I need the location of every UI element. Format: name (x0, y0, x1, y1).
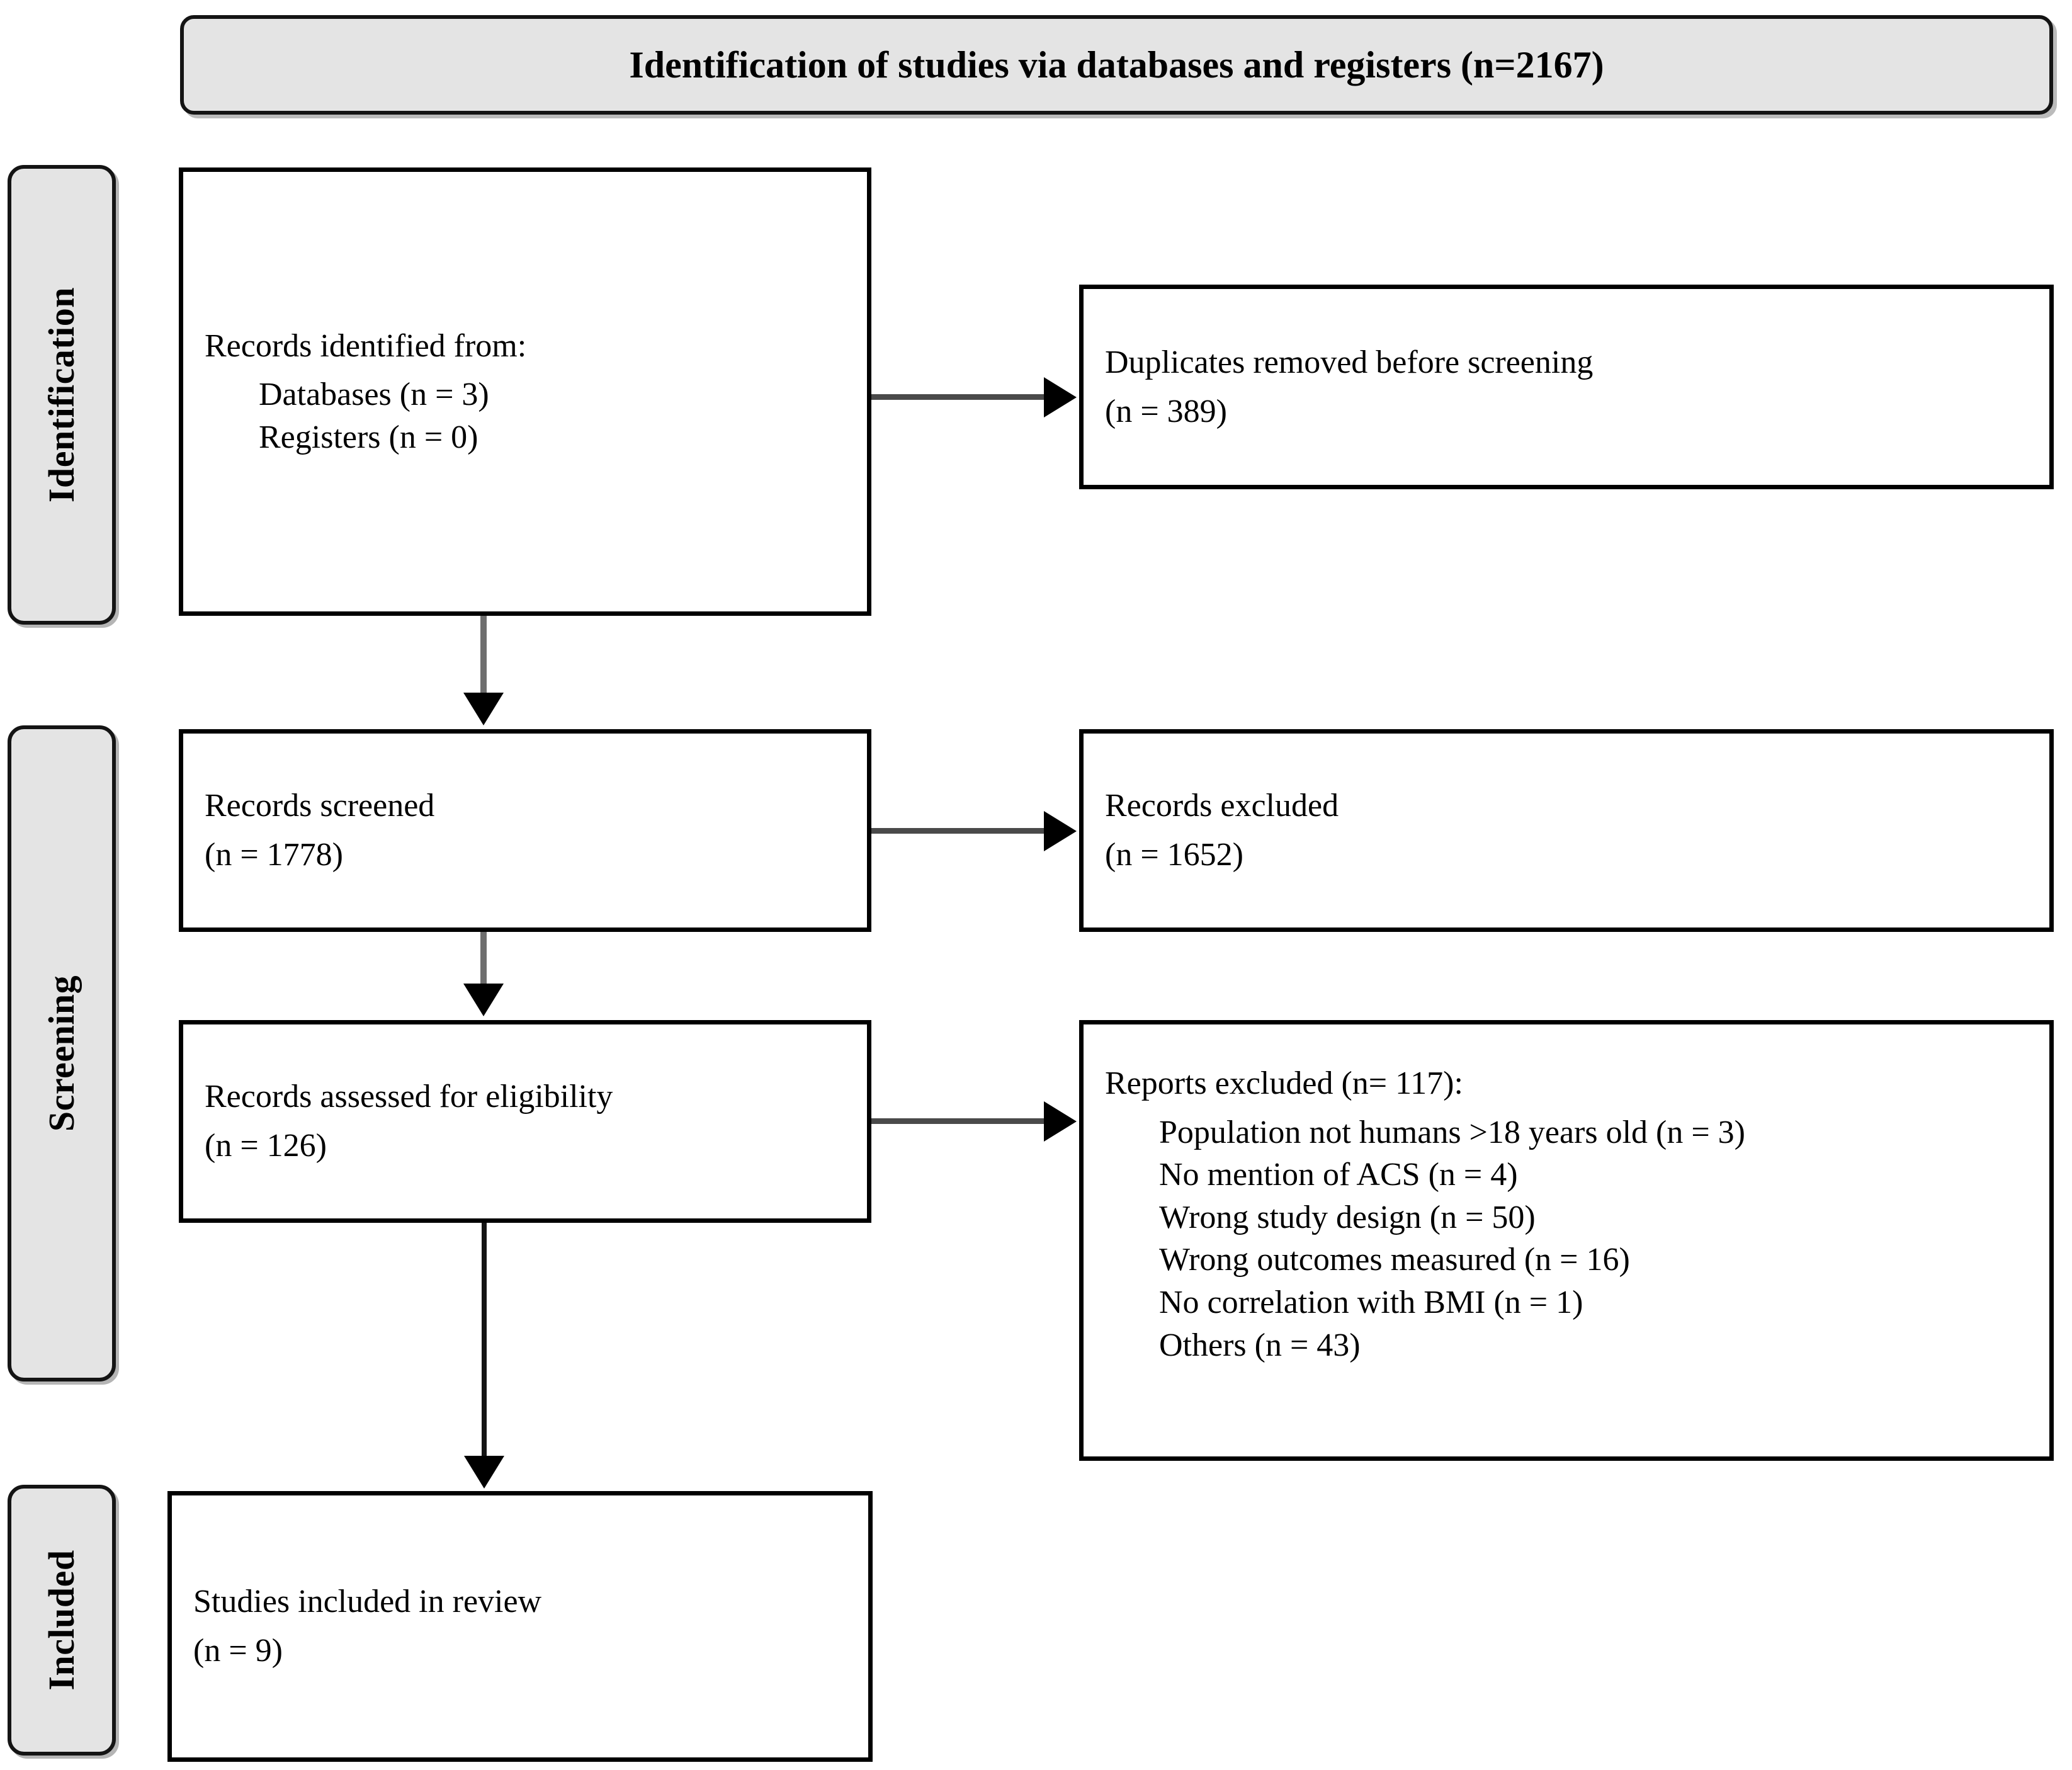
records-screened-count: (n = 1778) (205, 837, 343, 873)
box-records-assessed: Records assessed for eligibility (n = 12… (179, 1020, 871, 1223)
connector-screened-to-assessed (480, 932, 487, 989)
arrow-assessed-to-reports-excluded-icon (1044, 1101, 1077, 1142)
records-assessed-count: (n = 126) (205, 1128, 327, 1164)
records-screened-title: Records screened (205, 788, 435, 824)
records-identified-item-databases: Databases (n = 3) (259, 377, 489, 413)
connector-assessed-to-reports-excluded (871, 1118, 1046, 1124)
connector-assessed-to-studies-included (482, 1223, 487, 1462)
records-assessed-title: Records assessed for eligibility (205, 1079, 613, 1115)
connector-identified-to-duplicates (871, 394, 1046, 400)
box-records-excluded: Records excluded (n = 1652) (1079, 729, 2054, 932)
box-studies-included: Studies included in review (n = 9) (167, 1491, 873, 1762)
arrow-identified-to-screened-icon (463, 693, 504, 725)
reports-excluded-item-bmi: No correlation with BMI (n = 1) (1159, 1284, 1583, 1320)
records-identified-item-registers: Registers (n = 0) (259, 419, 478, 455)
stage-label-included: Included (41, 1550, 82, 1691)
connector-screened-to-excluded (871, 828, 1046, 834)
box-records-identified: Records identified from: Databases (n = … (179, 167, 871, 616)
arrow-identified-to-duplicates-icon (1044, 377, 1077, 417)
box-records-screened: Records screened (n = 1778) (179, 729, 871, 932)
page-title: Identification of studies via databases … (629, 44, 1604, 86)
stage-pill-screening: Screening (8, 725, 116, 1381)
records-identified-title: Records identified from: (205, 327, 527, 364)
stage-label-screening: Screening (41, 975, 82, 1132)
box-duplicates-removed: Duplicates removed before screening (n =… (1079, 285, 2054, 489)
duplicates-removed-count: (n = 389) (1105, 393, 1227, 429)
reports-excluded-item-acs: No mention of ACS (n = 4) (1159, 1157, 1518, 1193)
stage-label-identification: Identification (41, 286, 82, 503)
arrow-assessed-to-studies-included-icon (464, 1456, 504, 1489)
arrow-screened-to-assessed-icon (463, 984, 504, 1016)
records-excluded-title: Records excluded (1105, 788, 1339, 824)
reports-excluded-item-population: Population not humans >18 years old (n =… (1159, 1114, 1745, 1150)
studies-included-count: (n = 9) (193, 1633, 283, 1669)
box-reports-excluded: Reports excluded (n= 117): Population no… (1079, 1020, 2054, 1461)
header-banner: Identification of studies via databases … (180, 15, 2053, 115)
studies-included-title: Studies included in review (193, 1584, 542, 1620)
reports-excluded-item-outcomes: Wrong outcomes measured (n = 16) (1159, 1242, 1630, 1278)
arrow-screened-to-excluded-icon (1044, 811, 1077, 851)
reports-excluded-title: Reports excluded (n= 117): (1105, 1065, 1463, 1101)
duplicates-removed-title: Duplicates removed before screening (1105, 344, 1594, 380)
reports-excluded-item-others: Others (n = 43) (1159, 1327, 1361, 1363)
stage-pill-included: Included (8, 1485, 116, 1756)
stage-pill-identification: Identification (8, 165, 116, 625)
reports-excluded-item-design: Wrong study design (n = 50) (1159, 1199, 1536, 1235)
connector-identified-to-screened (480, 616, 487, 698)
records-excluded-count: (n = 1652) (1105, 837, 1243, 873)
